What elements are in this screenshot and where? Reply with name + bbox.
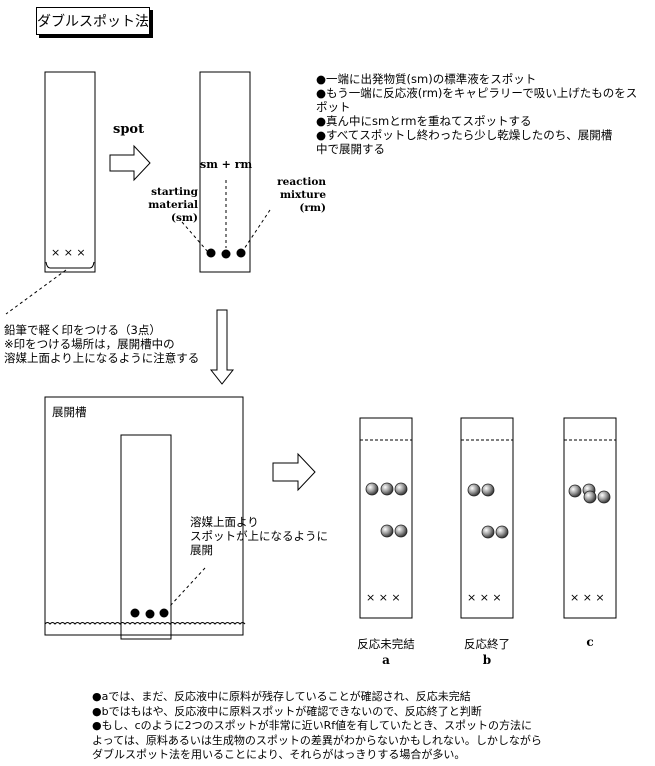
plate-a-spot [394,482,408,496]
starting-material-label: starting material (sm) [148,186,198,224]
chamber-spot-3 [159,608,169,618]
plate-a-spot [365,482,379,496]
chamber-note-line: 展開 [190,543,213,557]
pencil-notes: 鉛筆で軽く印をつける（3点） ※印をつける場所は，展開槽中の 溶媒上面より上にな… [4,323,199,365]
plate-a-letter: a [382,653,390,667]
top-note-line: ポット [316,100,351,114]
rm-leader [241,209,271,253]
top-note-line: 中で展開する [316,142,385,156]
spot-rm [236,248,246,258]
plate-a [359,417,413,619]
plate-c-spot [568,484,582,498]
pencil-note-line: 鉛筆で軽く印をつける（3点） [4,323,161,337]
chamber-leader [169,567,206,607]
spotted-tlc-plate [199,71,251,273]
right-arrow-icon [109,144,151,182]
leader-line [5,269,67,315]
pencil-marks: × × × [51,246,86,259]
plate-c [563,417,617,619]
chamber-tlc-plate [120,434,172,640]
chamber-note-line: 溶媒上面より [190,515,259,529]
sm-leader [181,221,209,253]
top-note-line: ●すべてスポットし終わったら少し乾燥したのち、展開槽 [316,128,613,142]
pencil-note-line: ※印をつける場所は，展開槽中の [4,337,175,351]
top-note-line: ●真ん中にsmとrmを重ねてスポットする [316,114,532,128]
sm-rm-label: sm + rm [200,158,253,171]
plate-c-spot [597,490,611,504]
top-notes: ●一端に出発物質(sm)の標準液をスポット ●もう一端に反応液(rm)をキャピラ… [316,72,637,156]
bottom-note-line: ●もし、cのように2つのスポットが非常に近いRf値を有していたとき、スポットの方… [92,719,533,732]
plate-a-spot [394,524,408,538]
spot-sm [206,248,216,258]
reaction-mixture-label: reaction mixture (rm) [277,176,326,214]
plate-b-spot [467,483,481,497]
down-arrow-icon [209,309,235,385]
top-note-line: ●もう一端に反応液(rm)をキャピラリーで吸い上げたものをス [316,86,638,100]
page-title: ダブルスポット法 [36,7,150,35]
blank-tlc-plate [44,71,96,273]
bottom-note-line: ●bではもはや、反応液中に原料スポットが確認できないので、反応終了と判断 [92,704,482,718]
spot-co [221,249,231,259]
plate-a-spot [380,482,394,496]
plate-c-spot [583,490,597,504]
chamber-spot-2 [145,609,155,619]
top-note-line: ●一端に出発物質(sm)の標準液をスポット [316,72,537,86]
plate-b-spot [495,525,509,539]
plate-c-letter: c [586,635,594,649]
solvent-surface [44,622,246,625]
spot-label: spot [113,122,145,137]
chamber-spot-1 [130,608,140,618]
bottom-note-line: よっては、原料あるいは生成物のスポットの差異がわからないかもしれない。しかしなが… [92,733,542,747]
plate-b-letter: b [482,653,492,667]
bottom-notes: ●aでは、まだ、反応液中に原料が残存していることが確認され、反応未完結 ●bでは… [92,690,542,763]
plate-a-marks: × × × [366,591,401,604]
plate-a-spot [380,524,394,538]
chamber-label: 展開槽 [52,405,87,419]
bottom-note-line: ダブルスポット法を用いることにより、それらがはっきりする場合が多い。 [92,748,466,761]
plate-b-spot [481,483,495,497]
chamber-notes: 溶媒上面より スポットが上になるように 展開 [190,515,328,557]
plate-b-marks: × × × [467,591,502,604]
chamber-note-line: スポットが上になるように [190,529,328,543]
plate-a-caption: 反応未完結 [357,637,415,651]
plate-b-spot [481,525,495,539]
bottom-note-line: ●aでは、まだ、反応液中に原料が残存していることが確認され、反応未完結 [92,690,471,703]
plate-b-caption: 反応終了 [464,637,510,651]
result-arrow-icon [272,452,316,492]
developing-chamber [44,396,244,636]
pencil-note-line: 溶媒上面より上になるように注意する [4,351,200,365]
marks-bracket [45,261,95,269]
plate-c-marks: × × × [570,591,605,604]
plate-b [460,417,514,619]
